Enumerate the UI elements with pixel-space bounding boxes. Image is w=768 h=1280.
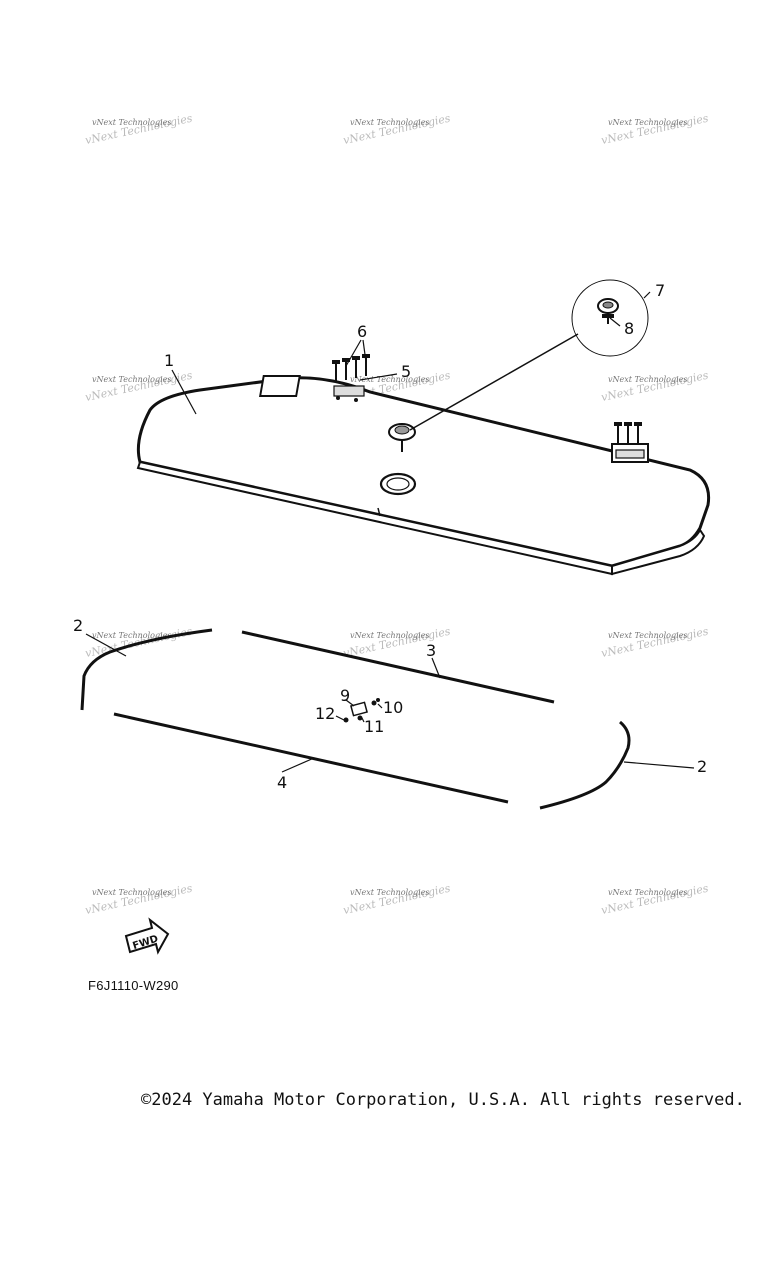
svg-text:vNext Technologies: vNext Technologies [608,118,687,127]
watermark: vNext Technologies vNext Technologies [600,625,710,661]
svg-text:vNext Technologies: vNext Technologies [608,375,687,384]
svg-text:vNext Technologies: vNext Technologies [92,631,171,640]
watermark: vNext Technologies vNext Technologies [84,882,194,918]
watermark: vNext Technologies vNext Technologies [600,882,710,918]
svg-text:vNext Technologies: vNext Technologies [350,631,429,640]
callout-1: 1 [164,351,174,370]
callout-4: 4 [277,773,287,792]
svg-text:vNext Technologies: vNext Technologies [342,882,452,918]
detail-leader [409,333,579,431]
part-7-cap[interactable] [388,423,416,452]
svg-text:vNext Technologies: vNext Technologies [92,118,171,127]
part-12-nut[interactable] [343,717,349,723]
callout-12: 12 [315,704,335,723]
svg-text:vNext Technologies: vNext Technologies [600,625,710,661]
watermark: vNext Technologies vNext Technologies [342,882,452,918]
callout-11: 11 [364,717,384,736]
part-3-strip[interactable] [241,630,555,704]
watermark: vNext Technologies vNext Technologies [600,369,710,405]
part-1-panel[interactable] [136,376,711,576]
svg-text:vNext Technologies: vNext Technologies [84,882,194,918]
callouts: 1 2 2 3 4 5 6 7 8 9 10 11 12 [73,281,707,792]
part-10-screw[interactable] [371,698,381,706]
callout-10: 10 [383,698,403,717]
svg-text:vNext Technologies: vNext Technologies [600,882,710,918]
part-2-trim-right[interactable] [539,720,631,810]
watermark: vNext Technologies vNext Technologies [84,112,194,148]
callout-2-right: 2 [697,757,707,776]
part-9-clip[interactable] [350,701,368,717]
svg-text:vNext Technologies: vNext Technologies [350,118,429,127]
copyright-notice: ©2024 Yamaha Motor Corporation, U.S.A. A… [141,1090,745,1110]
part-6-bolts-left[interactable] [332,354,370,382]
fwd-arrow-icon: FWD [124,917,170,955]
svg-text:vNext Technologies: vNext Technologies [600,369,710,405]
svg-text:vNext Technologies: vNext Technologies [608,631,687,640]
part-5-hinge-right[interactable] [611,422,649,463]
callout-2-left: 2 [73,616,83,635]
leader-lines [85,291,695,773]
diagram-code: F6J1110-W290 [88,978,179,993]
part-2-trim-left[interactable] [80,628,213,711]
svg-text:vNext Technologies: vNext Technologies [600,112,710,148]
svg-text:vNext Technologies: vNext Technologies [350,888,429,897]
callout-6: 6 [357,322,367,341]
part-5-hinge-left[interactable] [258,375,365,402]
callout-7: 7 [655,281,665,300]
svg-text:vNext Technologies: vNext Technologies [608,888,687,897]
watermark: vNext Technologies vNext Technologies [342,112,452,148]
svg-text:vNext Technologies: vNext Technologies [84,112,194,148]
svg-text:vNext Technologies: vNext Technologies [92,888,171,897]
callout-5: 5 [401,362,411,381]
callout-3: 3 [426,641,436,660]
watermark: vNext Technologies vNext Technologies [600,112,710,148]
callout-8: 8 [624,319,634,338]
svg-text:vNext Technologies: vNext Technologies [342,112,452,148]
part-11-washer[interactable] [357,715,363,721]
svg-text:vNext Technologies: vNext Technologies [92,375,171,384]
callout-9: 9 [340,686,350,705]
part-4-strip[interactable] [113,712,509,804]
svg-text:vNext Technologies: vNext Technologies [350,375,429,384]
